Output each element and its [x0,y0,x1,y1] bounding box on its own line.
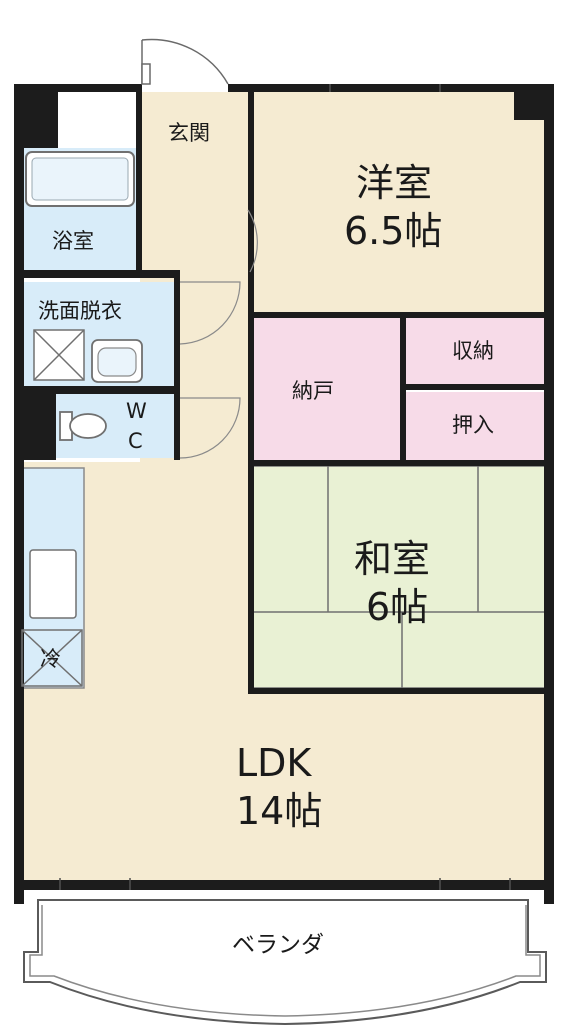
fridge-label: 冷 [40,647,61,671]
japanese-room-floor [254,466,548,688]
balcony-label: ベランダ [232,932,324,958]
washing-machine-pan [33,329,85,381]
western-room-floor [254,92,548,314]
toilet-label-c: C [128,429,143,453]
walls [14,84,554,904]
entrance-label: 玄関 [168,121,210,145]
storage-closet-label: 収納 [452,339,494,363]
toilet-label-w: W [126,399,147,423]
ldk-label: LDK [236,741,312,785]
nando-floor [254,318,402,460]
kitchen-sink [29,549,77,619]
entrance-door [141,38,229,85]
western-room-label: 洋室 [356,161,432,205]
balcony-area [23,899,547,1026]
balcony-inner-railing [29,905,541,1017]
wash-basin [91,339,143,383]
bathtub-inner [31,157,129,201]
nando-label: 納戸 [292,379,334,403]
oshiire-label: 押入 [452,413,494,437]
washroom-label: 洗面脱衣 [38,299,122,323]
japanese-room-size: 6帖 [366,585,428,629]
oshiire-floor [406,392,548,460]
japanese-room-label: 和室 [354,537,430,581]
window-marks [59,84,511,890]
storage-closet-floor [406,318,548,384]
fridge-space [21,629,83,687]
ldk-size: 14帖 [236,789,322,833]
western-room-size: 6.5帖 [344,209,442,253]
bathroom-label: 浴室 [52,229,94,253]
interior-doors [179,209,258,459]
toilet [59,411,107,441]
